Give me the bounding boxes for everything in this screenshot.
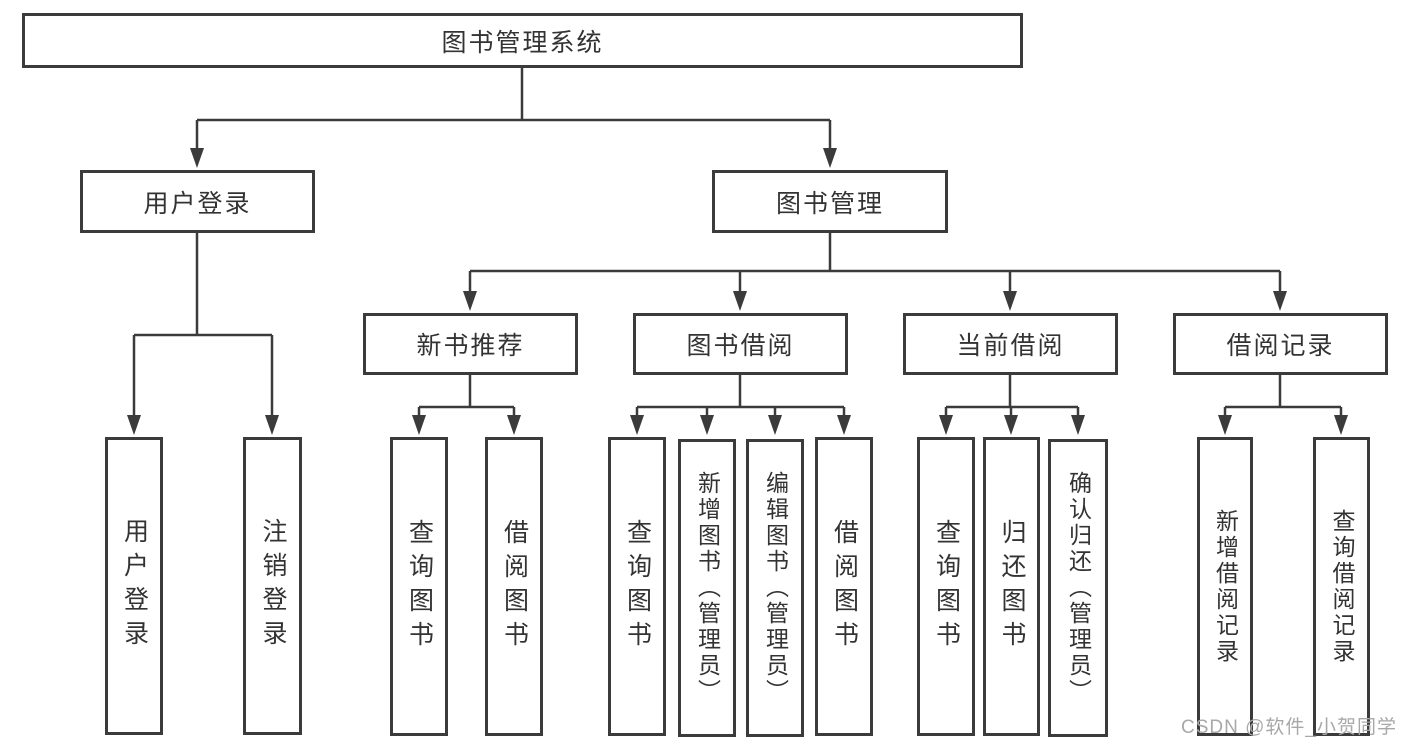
leaf-borrow-edit-books-admin: 编辑图书（管理员） [746, 439, 804, 737]
node-book-management: 图书管理 [712, 170, 948, 233]
leaf-borrow-query-books: 查询图书 [608, 437, 666, 736]
leaf-newbook-borrow-books-label: 借阅图书 [500, 518, 529, 655]
leaf-records-add-record-label: 新增借阅记录 [1212, 508, 1239, 665]
leaf-borrow-add-books-admin: 新增图书（管理员） [678, 439, 736, 737]
leaf-borrow-borrow-books-label: 借阅图书 [830, 518, 859, 655]
leaf-current-confirm-return-admin: 确认归还（管理员） [1048, 439, 1108, 737]
node-root: 图书管理系统 [22, 13, 1023, 68]
leaf-logout: 注销登录 [243, 437, 302, 735]
node-current-borrow: 当前借阅 [903, 313, 1118, 375]
leaf-newbook-borrow-books: 借阅图书 [485, 437, 543, 736]
node-book-borrow: 图书借阅 [633, 313, 848, 375]
node-borrow-records: 借阅记录 [1173, 313, 1388, 375]
leaf-current-query-books-label: 查询图书 [932, 518, 961, 655]
leaf-borrow-borrow-books: 借阅图书 [815, 437, 873, 736]
leaf-current-return-books-label: 归还图书 [998, 518, 1026, 655]
leaf-current-return-books: 归还图书 [983, 437, 1040, 736]
leaf-borrow-add-books-admin-label: 新增图书（管理员） [694, 471, 721, 705]
node-new-book-recommend-label: 新书推荐 [416, 332, 525, 360]
watermark: CSDN @软件_小贺同学 [1181, 717, 1397, 738]
leaf-borrow-query-books-label: 查询图书 [623, 518, 652, 655]
leaf-current-confirm-return-admin-label: 确认归还（管理员） [1065, 471, 1092, 705]
leaf-newbook-query-books-label: 查询图书 [405, 518, 434, 655]
node-borrow-records-label: 借阅记录 [1226, 332, 1335, 360]
node-user-login: 用户登录 [80, 170, 315, 233]
leaf-records-query-record-label: 查询借阅记录 [1329, 508, 1355, 665]
node-root-label: 图书管理系统 [441, 28, 604, 57]
node-user-login-label: 用户登录 [143, 189, 252, 218]
node-new-book-recommend: 新书推荐 [363, 313, 578, 375]
leaf-borrow-edit-books-admin-label: 编辑图书（管理员） [762, 471, 789, 705]
node-book-borrow-label: 图书借阅 [686, 332, 795, 360]
node-book-management-label: 图书管理 [775, 189, 884, 218]
leaf-logout-label: 注销登录 [259, 518, 287, 654]
leaf-records-add-record: 新增借阅记录 [1197, 437, 1253, 736]
leaf-newbook-query-books: 查询图书 [390, 437, 448, 736]
leaf-records-query-record: 查询借阅记录 [1313, 437, 1370, 736]
leaf-user-login: 用户登录 [105, 437, 163, 735]
leaf-current-query-books: 查询图书 [917, 437, 975, 736]
leaf-user-login-label: 用户登录 [120, 518, 149, 654]
node-current-borrow-label: 当前借阅 [956, 332, 1065, 360]
